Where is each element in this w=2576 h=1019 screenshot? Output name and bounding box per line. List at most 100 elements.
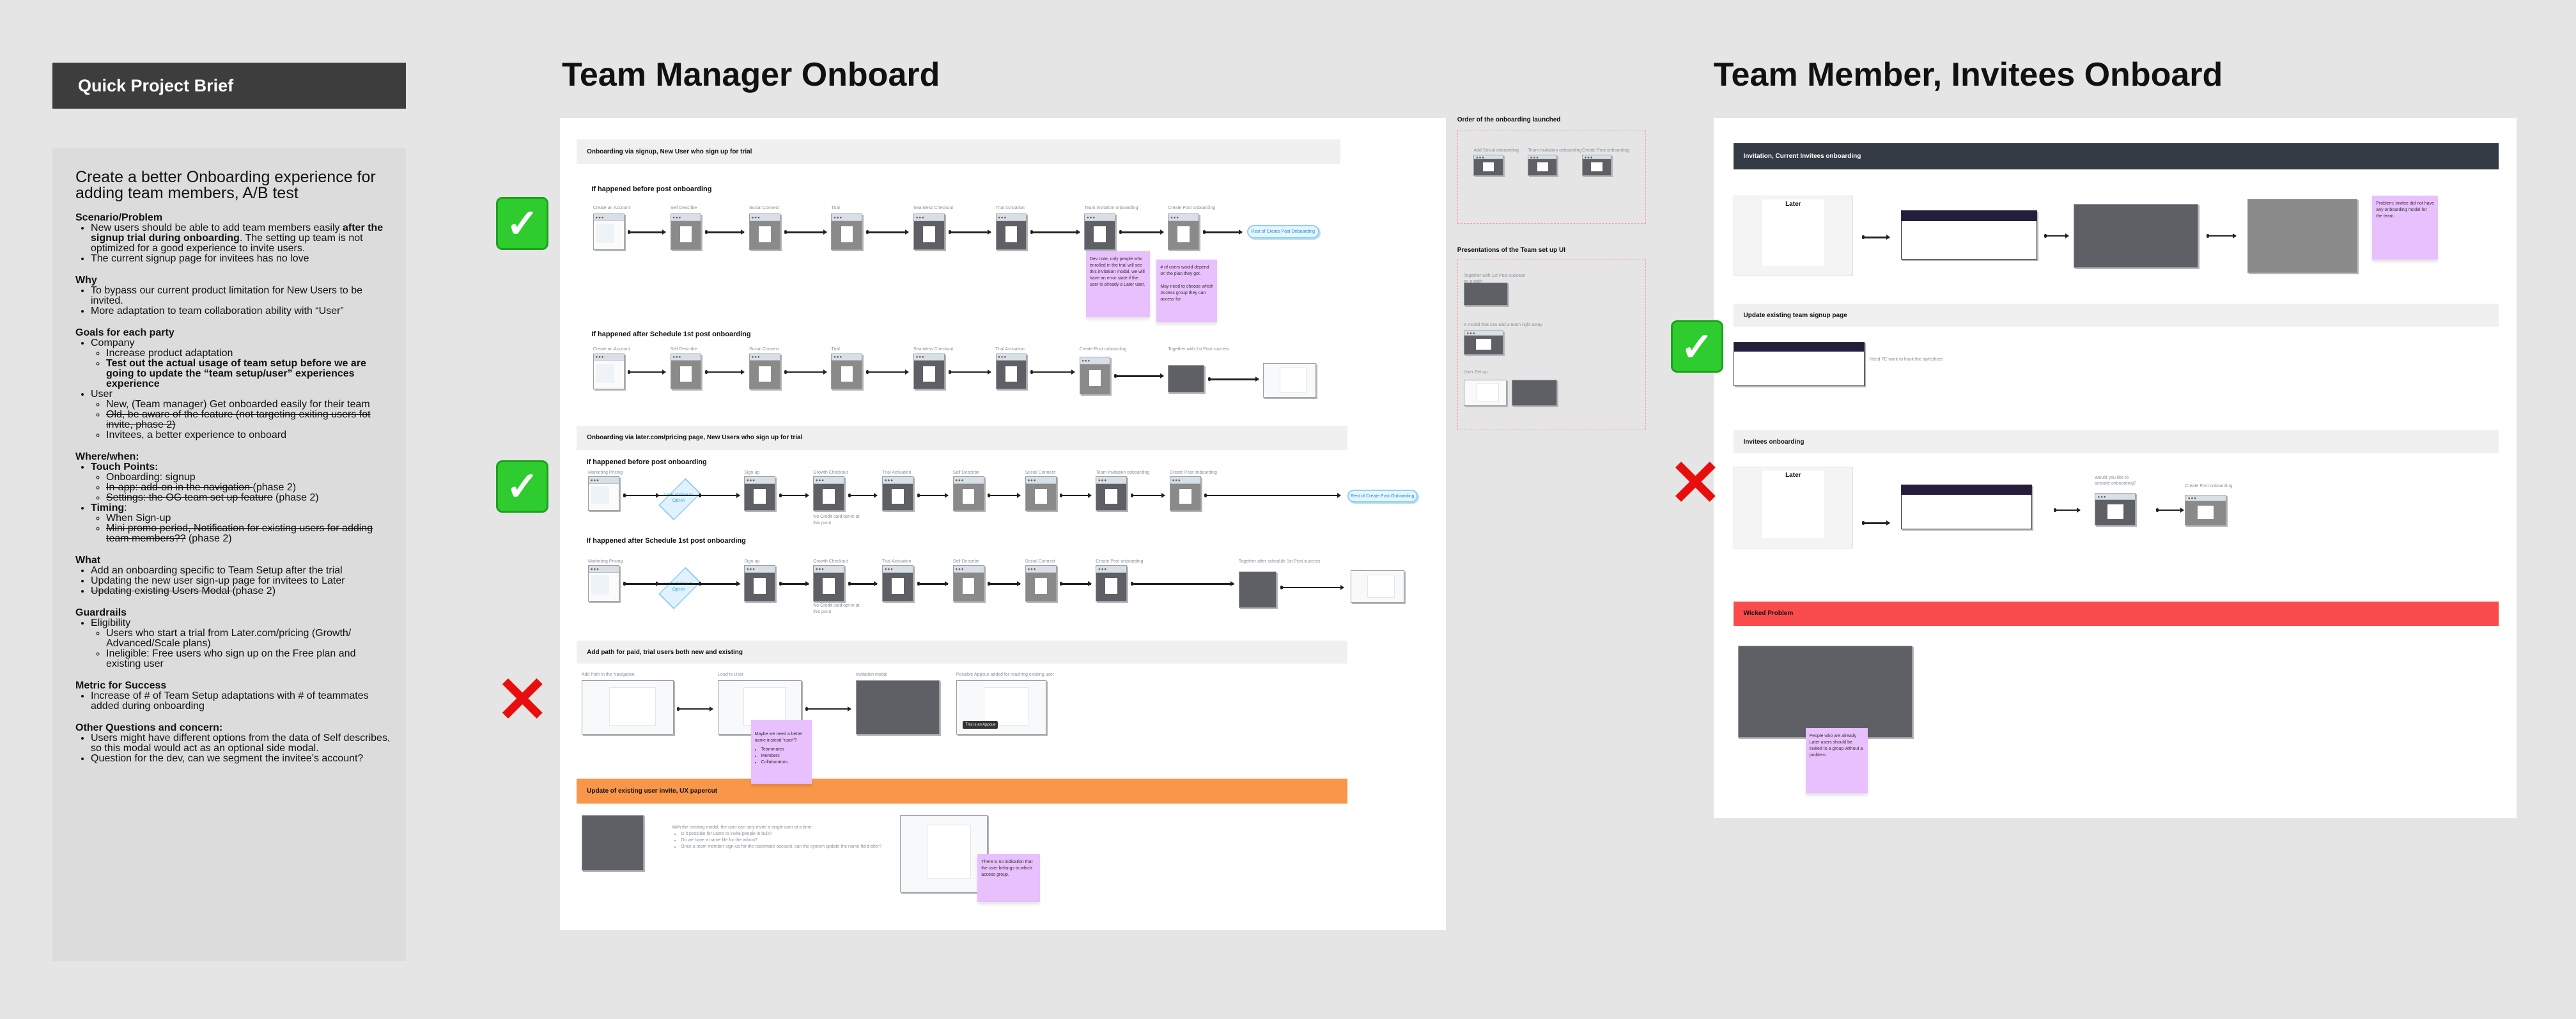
screen-thumbnail[interactable]: ●●●	[952, 565, 984, 602]
step-label: Social Connect	[749, 206, 780, 211]
screen-thumbnail[interactable]	[1733, 341, 1865, 386]
order-box	[1457, 130, 1647, 224]
screen-thumbnail[interactable]	[1733, 466, 1854, 549]
project-brief-panel: Create a better Onboarding experience fo…	[52, 148, 406, 961]
screen-thumbnail[interactable]: ●●●	[831, 353, 863, 390]
screen-thumbnail[interactable]: ●●●	[593, 353, 625, 390]
screen-thumbnail[interactable]: ●●●	[913, 214, 945, 250]
screen-thumbnail[interactable]: ●●●	[670, 214, 702, 250]
screen-thumbnail[interactable]: ●●●	[749, 214, 780, 250]
screen-thumbnail[interactable]: ●●●	[2094, 493, 2136, 526]
window-dots-icon: ●●●	[1530, 156, 1539, 160]
screen-thumbnail[interactable]: ●●●	[593, 214, 625, 250]
screen-thumbnail[interactable]: ●●●	[1025, 565, 1057, 602]
screen-thumbnail[interactable]: ●●●	[882, 565, 913, 602]
screen-thumbnail[interactable]: ●●●	[913, 353, 945, 390]
screen-thumbnail[interactable]: ●●●	[995, 214, 1027, 250]
screen-thumbnail[interactable]: ●●●	[744, 476, 776, 511]
window-dots-icon: ●●●	[834, 215, 843, 220]
screen-thumbnail[interactable]: ●●●	[831, 214, 863, 250]
annotation-text: Need FE work to hook the stylesheet	[1869, 357, 1943, 362]
window-dots-icon: ●●●	[2188, 496, 2197, 501]
screen-thumbnail[interactable]	[900, 814, 988, 892]
flow-arrow	[2155, 508, 2184, 513]
diamond-label: User choice to Opt-in	[664, 582, 693, 592]
screen-thumbnail[interactable]: ●●●	[1464, 330, 1503, 355]
screen-thumbnail[interactable]: ●●●	[588, 476, 619, 511]
screen-thumbnail[interactable]: ●●●	[813, 476, 845, 511]
screen-thumbnail[interactable]	[1511, 379, 1558, 406]
screen-thumbnail[interactable]: ●●●	[1084, 214, 1116, 250]
screen-thumbnail[interactable]	[1263, 363, 1316, 398]
screen-thumbnail[interactable]: ●●●	[744, 565, 776, 602]
screen-thumbnail[interactable]: ●●●	[1096, 565, 1128, 602]
screen-thumbnail[interactable]: ●●●	[1025, 476, 1057, 511]
window-dots-icon: ●●●	[1466, 332, 1476, 336]
rest-of-onboarding-button[interactable]: Rest of Create Post Onboarding	[1347, 489, 1418, 503]
screen-thumbnail[interactable]	[1733, 195, 1854, 276]
window-dots-icon: ●●●	[884, 567, 894, 572]
screen-thumbnail[interactable]	[2247, 198, 2358, 273]
screen-thumbnail[interactable]	[1738, 646, 1913, 738]
screen-thumbnail[interactable]: ●●●	[1169, 476, 1201, 511]
screen-thumbnail[interactable]: ●●●	[1473, 154, 1503, 176]
window-dots-icon: ●●●	[998, 355, 1007, 360]
screen-thumbnail[interactable]	[1168, 364, 1204, 393]
list-item: Question for the dev, can we segment the…	[91, 754, 393, 764]
list-item: When Sign-up	[106, 513, 393, 524]
flow-arrow	[1060, 493, 1092, 497]
screen-thumbnail[interactable]: ●●●	[1528, 154, 1558, 176]
screen-thumbnail[interactable]	[1238, 572, 1276, 608]
rest-of-onboarding-button[interactable]: Rest of Create Post Onboarding	[1246, 225, 1319, 238]
screen-thumbnail[interactable]: ●●●	[995, 353, 1027, 390]
flow-arrow	[917, 581, 949, 586]
list-item: Updating the new user sign-up page for i…	[91, 576, 393, 586]
screen-thumbnail[interactable]: ●●●	[1582, 154, 1612, 176]
screen-thumbnail[interactable]	[1900, 210, 2037, 260]
step-label: Social Connect	[1025, 559, 1055, 564]
screen-thumbnail[interactable]: ●●●	[2185, 494, 2226, 526]
appcue-tooltip: This is an Appcue	[963, 721, 998, 729]
list-item: To bypass our current product limitation…	[91, 286, 393, 306]
list-item: More adaptation to team collaboration ab…	[91, 306, 393, 316]
list-item: Updating existing Users Modal (phase 2)	[91, 586, 393, 596]
screen-thumbnail[interactable]	[1900, 485, 2033, 529]
screen-thumbnail[interactable]: ●●●	[952, 476, 984, 511]
screen-thumbnail[interactable]: ●●●	[588, 565, 619, 602]
screen-thumbnail[interactable]	[2073, 203, 2198, 268]
rejected-cross-icon: ✕	[1668, 447, 1723, 519]
step-label: Create an Account	[593, 206, 630, 211]
flow-arrow	[1030, 229, 1080, 235]
step-label: Trial	[831, 206, 840, 211]
flow-arrow	[1060, 581, 1092, 586]
list-item: Eligibility Users who start a trial from…	[91, 618, 393, 669]
step-label: Self Describe	[670, 206, 697, 211]
later-logo: Later	[1785, 200, 1801, 208]
step-label: Social Connect	[1025, 471, 1055, 476]
flow-arrow	[1204, 493, 1341, 497]
window-dots-icon: ●●●	[834, 355, 843, 360]
screen-thumbnail[interactable]: ●●●	[749, 353, 780, 390]
step-label: Possible Appcue added for reaching exist…	[956, 673, 1055, 678]
flow-arrow	[784, 229, 828, 235]
screen-thumbnail[interactable]: ●●●	[882, 476, 913, 511]
step-label: Marketing Pricing	[588, 559, 623, 564]
screen-thumbnail[interactable]: ●●●	[1079, 356, 1111, 394]
list-item: Timing: When Sign-up Mini promo period, …	[91, 503, 393, 544]
list-item: New, (Team manager) Get onboarded easily…	[106, 400, 393, 410]
screen-thumbnail[interactable]: ●●●	[670, 353, 702, 390]
flow-subheading: If happened after Schedule 1st post onbo…	[586, 537, 746, 545]
step-label: Add Social onboarding	[1473, 148, 1519, 153]
screen-thumbnail[interactable]	[856, 680, 940, 735]
step-label: Trial Activation	[882, 471, 912, 476]
screen-thumbnail[interactable]: ●●●	[1096, 476, 1128, 511]
list-item: Touch Points: Onboarding: signup In-app:…	[91, 462, 393, 503]
screen-thumbnail[interactable]	[581, 814, 644, 871]
list-item: Members	[761, 753, 808, 759]
screen-thumbnail[interactable]: ●●●	[813, 565, 845, 602]
screen-thumbnail[interactable]: ●●●	[1168, 214, 1200, 250]
screen-thumbnail[interactable]	[1350, 570, 1405, 603]
screen-thumbnail[interactable]	[1464, 379, 1507, 406]
screen-thumbnail[interactable]	[581, 680, 674, 735]
screen-thumbnail[interactable]	[1464, 283, 1509, 306]
